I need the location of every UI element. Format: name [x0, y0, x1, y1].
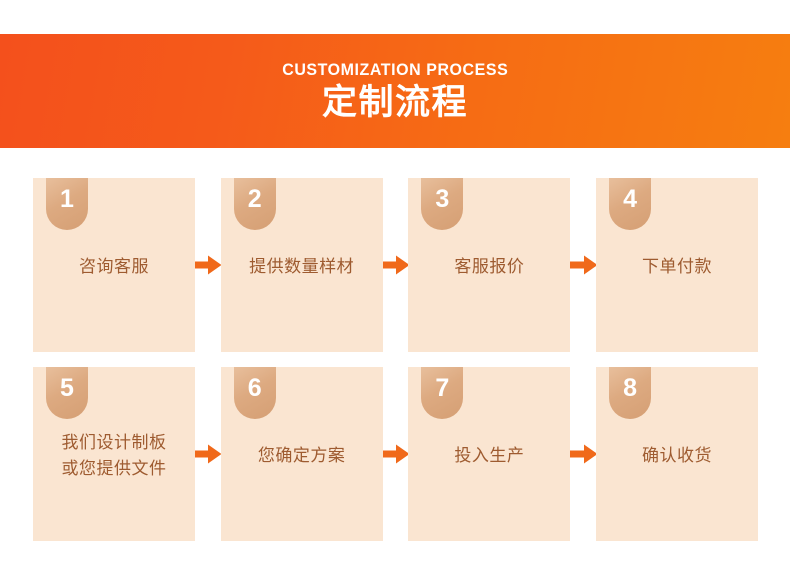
process-row-1: 1 咨询客服 2 提供数量样材 — [33, 178, 759, 352]
step-card-5[interactable]: 5 我们设计制板 或您提供文件 — [33, 367, 195, 541]
step-card-6[interactable]: 6 您确定方案 — [220, 367, 383, 541]
arrow-connector-1 — [193, 178, 222, 352]
arrow-right-icon — [381, 444, 410, 464]
step-card-8[interactable]: 8 确认收货 — [596, 367, 759, 541]
step-number-4: 4 — [623, 185, 637, 213]
step-label-3: 客服报价 — [454, 256, 525, 276]
step-number-badge-6: 6 — [233, 367, 276, 419]
arrow-right-icon — [193, 444, 222, 464]
step-label-5: 我们设计制板 或您提供文件 — [61, 432, 167, 478]
banner-title: 定制流程 — [321, 82, 468, 122]
step-number-badge-1: 1 — [46, 178, 88, 230]
step-card-7[interactable]: 7 投入生产 — [408, 367, 571, 541]
step-label-8: 确认收货 — [642, 445, 713, 465]
arrow-right-icon — [568, 444, 598, 464]
arrow-connector-2 — [381, 178, 410, 352]
process-row-2: 5 我们设计制板 或您提供文件 6 您确定方案 — [33, 367, 759, 541]
step-number-badge-5: 5 — [46, 367, 88, 419]
step-number-badge-3: 3 — [421, 178, 464, 230]
step-number-badge-8: 8 — [609, 367, 652, 419]
arrow-connector-6 — [381, 367, 410, 541]
step-number-7: 7 — [435, 374, 450, 402]
step-card-2[interactable]: 2 提供数量样材 — [220, 178, 383, 352]
step-number-badge-4: 4 — [609, 178, 652, 230]
step-number-3: 3 — [435, 185, 450, 213]
step-number-5: 5 — [60, 374, 74, 402]
step-number-badge-7: 7 — [421, 367, 464, 419]
step-label-2: 提供数量样材 — [249, 256, 355, 276]
arrow-right-icon — [193, 255, 222, 275]
step-number-8: 8 — [623, 374, 637, 402]
arrow-right-icon — [568, 255, 598, 275]
banner-subtitle: CUSTOMIZATION PROCESS — [281, 59, 509, 79]
step-number-2: 2 — [247, 185, 262, 213]
step-label-4: 下单付款 — [642, 256, 713, 276]
step-card-4[interactable]: 4 下单付款 — [596, 178, 759, 352]
page-header-banner: CUSTOMIZATION PROCESS 定制流程 — [0, 34, 790, 148]
step-label-7: 投入生产 — [454, 445, 525, 465]
process-steps: 1 咨询客服 2 提供数量样材 — [33, 178, 759, 541]
step-card-3[interactable]: 3 客服报价 — [408, 178, 571, 352]
arrow-right-icon — [381, 255, 410, 275]
step-card-1[interactable]: 1 咨询客服 — [33, 178, 195, 352]
step-label-1: 咨询客服 — [79, 256, 149, 276]
step-number-6: 6 — [247, 374, 262, 402]
arrow-connector-7 — [568, 367, 598, 541]
step-label-6: 您确定方案 — [257, 445, 346, 465]
step-number-1: 1 — [60, 185, 74, 213]
arrow-connector-3 — [568, 178, 598, 352]
arrow-connector-5 — [193, 367, 222, 541]
step-number-badge-2: 2 — [233, 178, 276, 230]
